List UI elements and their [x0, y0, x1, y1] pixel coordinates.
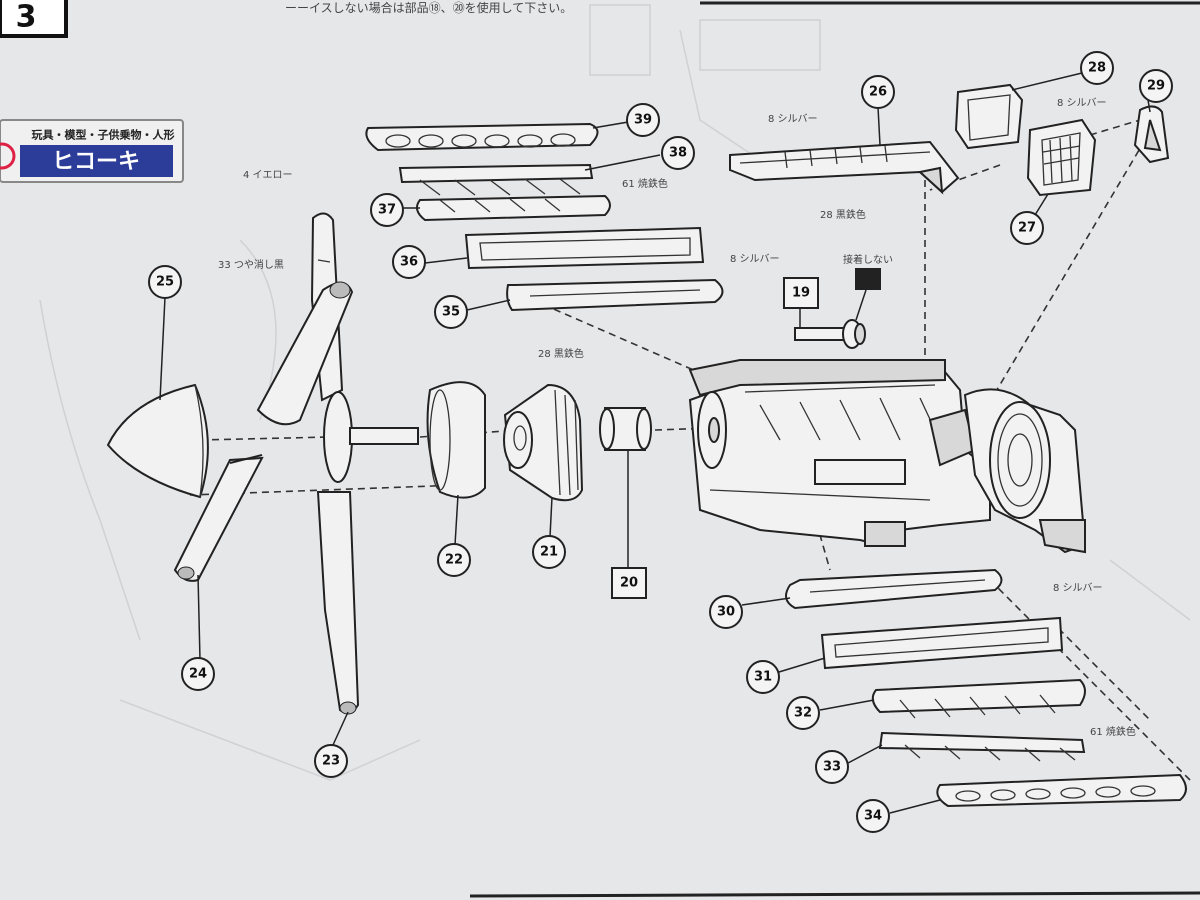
- header-instruction: ーーイスしない場合は部品⑱、⑳を使用して下さい。: [285, 0, 572, 15]
- part-36-frame: [464, 226, 705, 270]
- part-33-exhaust-stacks: [878, 731, 1086, 762]
- propeller-blade-24: [173, 456, 264, 582]
- callout-20: 20: [611, 567, 647, 599]
- callout-27: 27: [1010, 211, 1044, 245]
- part-22-cowl: [426, 381, 486, 499]
- paint-note-silver-26: 8 シルバー: [768, 113, 818, 125]
- callout-19: 19: [783, 277, 819, 309]
- callout-30: 30: [709, 595, 743, 629]
- part-34-exhaust-plate: [936, 773, 1187, 808]
- paint-note-yellow: 4 イエロー: [243, 170, 292, 181]
- part-number: 28: [1088, 61, 1106, 76]
- callout-35: 35: [434, 295, 468, 329]
- callout-37: 37: [370, 193, 404, 227]
- part-19-shaft: [794, 319, 866, 349]
- part-32-exhaust-base: [871, 678, 1086, 719]
- part-30-rail: [785, 568, 1003, 610]
- paint-note-silver-30: 8 シルバー: [1053, 582, 1103, 594]
- paint-note-gunmetal-33: 61 焼鉄色: [1090, 725, 1136, 738]
- paint-note-matte-black: 33 つや消し黒: [218, 258, 284, 271]
- paint-note-silver-36: 8 シルバー: [730, 253, 780, 265]
- part-number: 33: [823, 760, 841, 775]
- badge-caption: 玩具・模型・子供乗物・人形: [32, 128, 175, 142]
- part-number: 27: [1018, 221, 1036, 236]
- callout-28: 28: [1080, 51, 1114, 85]
- shop-badge: 玩具・模型・子供乗物・人形 ヒコーキ: [0, 119, 184, 183]
- part-number: 29: [1147, 79, 1165, 94]
- part-number: 39: [634, 113, 652, 128]
- part-number: 25: [156, 275, 174, 290]
- paint-note-silver-28: 8 シルバー: [1057, 97, 1107, 109]
- step-number: 3: [16, 0, 37, 35]
- part-35-rail: [506, 278, 724, 312]
- part-number: 20: [620, 576, 638, 591]
- part-number: 37: [378, 203, 396, 218]
- part-39-exhaust-plate: [365, 122, 599, 152]
- callout-22: 22: [437, 543, 471, 577]
- engine-block: [688, 359, 991, 547]
- part-37-exhaust-base: [415, 194, 611, 222]
- propeller-hub: [229, 391, 419, 483]
- callout-32: 32: [786, 696, 820, 730]
- supercharger: [963, 388, 1087, 554]
- part-number: 36: [400, 255, 418, 270]
- callout-38: 38: [661, 136, 695, 170]
- part-29-triangle: [1133, 105, 1170, 164]
- part-26-cover: [729, 140, 960, 195]
- propeller-blade-upper-left: [256, 281, 354, 426]
- callout-26: 26: [861, 75, 895, 109]
- callout-39: 39: [626, 103, 660, 137]
- part-number: 35: [442, 305, 460, 320]
- part-number: 30: [717, 605, 735, 620]
- paint-note-no-glue: 接着しない: [843, 253, 893, 266]
- part-number: 19: [792, 286, 810, 301]
- paint-note-gunmetal-26: 28 黒鉄色: [820, 208, 866, 221]
- leader-lines: [159, 72, 1151, 814]
- part-28-box: [954, 83, 1024, 150]
- part-number: 24: [189, 667, 207, 682]
- part-number: 21: [540, 545, 558, 560]
- part-number: 32: [794, 706, 812, 721]
- callout-21: 21: [532, 535, 566, 569]
- part-38-exhaust-stacks: [398, 163, 594, 196]
- callout-36: 36: [392, 245, 426, 279]
- part-number: 22: [445, 553, 463, 568]
- spinner-part-25: [106, 383, 209, 499]
- propeller-blade-23: [316, 491, 360, 715]
- part-number: 31: [754, 670, 772, 685]
- paint-note-gunmetal-38: 61 焼鉄色: [622, 177, 668, 190]
- part-31-frame: [820, 616, 1064, 670]
- part-20-spacer: [599, 407, 652, 451]
- callout-24: 24: [181, 657, 215, 691]
- no-glue-swatch: [855, 268, 881, 290]
- callout-23: 23: [314, 744, 348, 778]
- callout-33: 33: [815, 750, 849, 784]
- callout-29: 29: [1139, 69, 1173, 103]
- paint-note-gunmetal-21: 28 黒鉄色: [538, 347, 584, 360]
- callout-25: 25: [148, 265, 182, 299]
- part-number: 34: [864, 809, 882, 824]
- part-number: 26: [869, 85, 887, 100]
- part-27-grille: [1026, 118, 1097, 197]
- part-number: 23: [322, 754, 340, 769]
- callout-31: 31: [746, 660, 780, 694]
- step-number-box: 3: [0, 0, 68, 38]
- part-number: 38: [669, 146, 687, 161]
- part-21-gear: [503, 383, 584, 502]
- callout-34: 34: [856, 799, 890, 833]
- badge-name: ヒコーキ: [52, 150, 140, 175]
